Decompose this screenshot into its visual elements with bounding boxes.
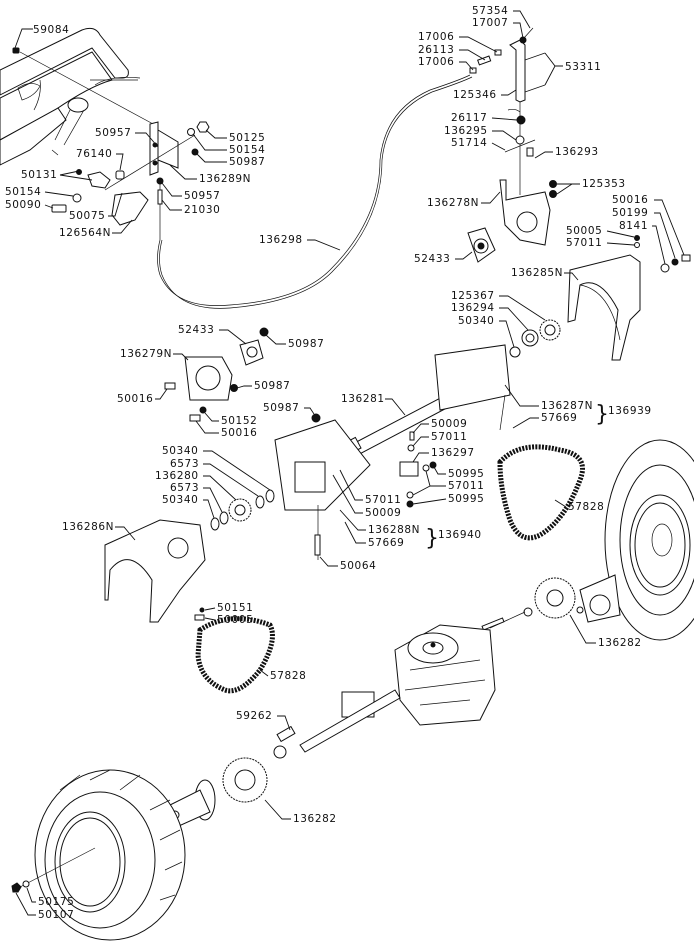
right-sprocket — [481, 577, 576, 631]
part-label: 50957 — [184, 190, 220, 202]
part-label: 136294 — [451, 302, 495, 314]
part-label: 50175 — [38, 896, 74, 908]
part-label: 57011 — [448, 480, 484, 492]
part-label: 136287N — [541, 400, 593, 412]
part-label: 50199 — [612, 207, 648, 219]
right-wheel — [576, 439, 694, 641]
part-label: 17007 — [472, 17, 508, 29]
part-label: 50987 — [229, 156, 265, 168]
part-label: 57011 — [566, 237, 602, 249]
group-brace: } — [595, 402, 609, 427]
part-label: 50151 — [217, 602, 253, 614]
part-label: 57669 — [368, 537, 404, 549]
part-label: 50995 — [448, 468, 484, 480]
upper-bracket — [467, 179, 557, 263]
part-label: 50987 — [263, 402, 299, 414]
part-label: 50152 — [221, 415, 257, 427]
left-wheel — [11, 769, 186, 941]
part-label: 136298 — [259, 234, 303, 246]
handle-frame — [0, 27, 141, 166]
part-label: 59262 — [236, 710, 272, 722]
part-label: 136280 — [155, 470, 199, 482]
part-label: 50005 — [566, 225, 602, 237]
part-label: 76140 — [76, 148, 112, 160]
part-label: 136289N — [199, 173, 251, 185]
part-label: 57669 — [541, 412, 577, 424]
part-label: 59084 — [33, 24, 69, 36]
part-label: 136282 — [293, 813, 337, 825]
part-label: 8141 — [619, 220, 648, 232]
part-label: 50987 — [254, 380, 290, 392]
part-label: 57011 — [365, 494, 401, 506]
transmission — [299, 624, 496, 753]
part-label: 136281 — [341, 393, 385, 405]
part-label: 50154 — [229, 144, 265, 156]
group-label: 136940 — [438, 529, 482, 541]
part-label: 6573 — [170, 458, 199, 470]
part-label: 50005 — [217, 614, 253, 626]
part-label: 125367 — [451, 290, 495, 302]
part-label: 57354 — [472, 5, 508, 17]
drive-chain-lower — [195, 616, 275, 694]
part-label: 50957 — [95, 127, 131, 139]
part-label: 53311 — [565, 61, 601, 73]
part-label: 50340 — [162, 445, 198, 457]
part-label: 126564N — [59, 227, 111, 239]
part-label: 57828 — [270, 670, 306, 682]
part-label: 26117 — [451, 112, 487, 124]
shift-lever — [469, 27, 546, 195]
left-axle — [159, 725, 296, 831]
part-label: 125353 — [582, 178, 626, 190]
part-label: 50064 — [340, 560, 376, 572]
group-brace: } — [425, 526, 439, 551]
part-label: 136295 — [444, 125, 488, 137]
part-label: 136285N — [511, 267, 563, 279]
part-label: 57011 — [431, 431, 467, 443]
part-label: 52433 — [414, 253, 450, 265]
part-label: 136297 — [431, 447, 475, 459]
part-label: 136293 — [555, 146, 599, 158]
part-label: 50016 — [221, 427, 257, 439]
part-label: 17006 — [418, 31, 454, 43]
part-label: 50090 — [5, 199, 41, 211]
drive-chain-upper — [497, 444, 585, 541]
part-label: 50154 — [5, 186, 41, 198]
part-label: 136286N — [62, 521, 114, 533]
part-label: 50987 — [288, 338, 324, 350]
part-label: 136282 — [598, 637, 642, 649]
part-label: 51714 — [451, 137, 487, 149]
countershaft — [274, 344, 511, 560]
group-label: 136939 — [608, 405, 652, 417]
tensioner-bracket — [399, 431, 437, 508]
chain-cover-left — [104, 519, 206, 623]
part-label: 52433 — [178, 324, 214, 336]
part-label: 17006 — [418, 56, 454, 68]
part-label: 50016 — [612, 194, 648, 206]
part-label: 50016 — [117, 393, 153, 405]
part-label: 6573 — [170, 482, 199, 494]
part-label: 136278N — [427, 197, 479, 209]
part-label: 50107 — [38, 909, 74, 921]
upper-sprocket — [509, 319, 561, 358]
part-label: 50340 — [162, 494, 198, 506]
part-label: 21030 — [184, 204, 220, 216]
part-label: 50340 — [458, 315, 494, 327]
part-label: 57828 — [568, 501, 604, 513]
part-label: 50131 — [21, 169, 57, 181]
left-sprocket — [210, 489, 275, 531]
control-cable — [157, 74, 471, 306]
part-label: 136288N — [368, 524, 420, 536]
part-label: 50009 — [431, 418, 467, 430]
part-label: 26113 — [418, 44, 454, 56]
part-label: 125346 — [453, 89, 497, 101]
part-label: 50995 — [448, 493, 484, 505]
part-label: 50009 — [365, 507, 401, 519]
part-label: 136279N — [120, 348, 172, 360]
part-label: 50125 — [229, 132, 265, 144]
part-label: 50075 — [69, 210, 105, 222]
left-plate — [164, 327, 269, 422]
chain-cover-right — [567, 235, 691, 361]
lever-bracket — [51, 121, 210, 240]
